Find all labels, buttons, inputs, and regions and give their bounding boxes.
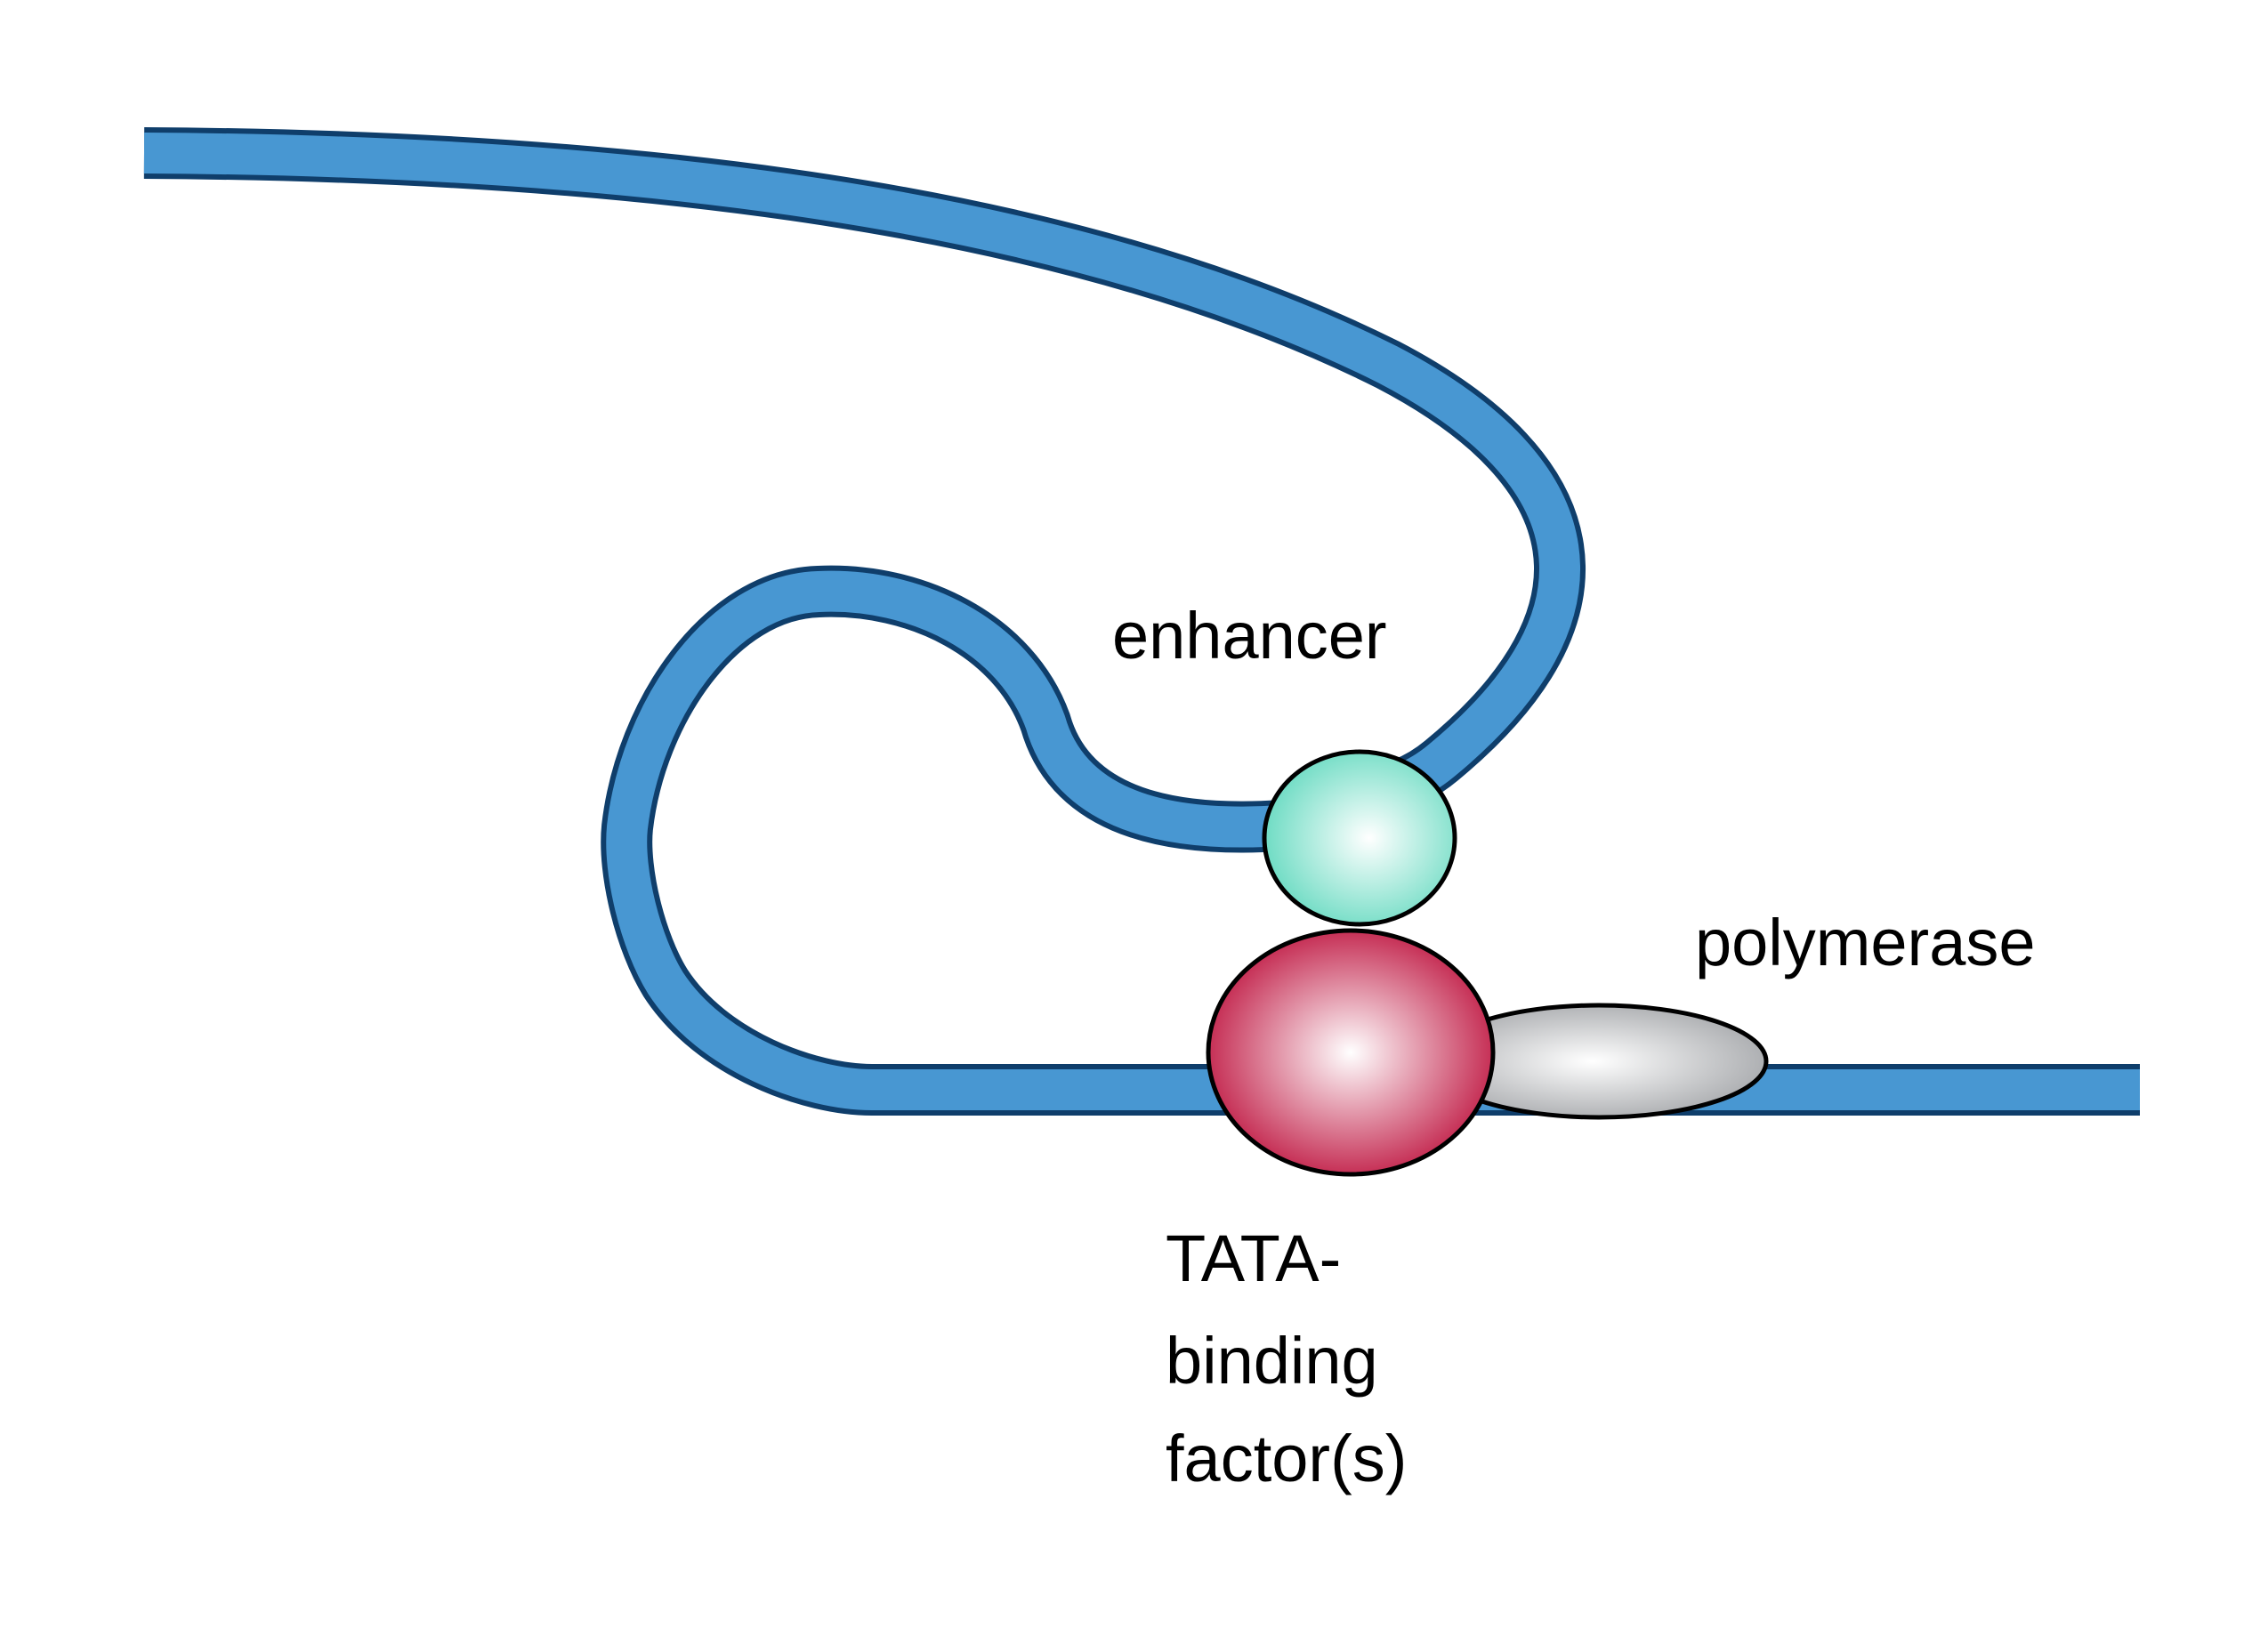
- tata-label-line-1: TATA-: [1166, 1221, 1341, 1295]
- polymerase-label: polymerase: [1695, 906, 2036, 979]
- tata-binding-factor-shape: [1206, 928, 1496, 1177]
- dna-strand: [143, 127, 2140, 1116]
- enhancer-shape: [1262, 749, 1457, 927]
- enhancer-label: enhancer: [1112, 599, 1387, 673]
- tata-label-line-3: factor(s): [1166, 1422, 1407, 1495]
- tata-label-line-2: binding: [1166, 1324, 1378, 1398]
- dna-strand-fill: [143, 133, 2140, 1110]
